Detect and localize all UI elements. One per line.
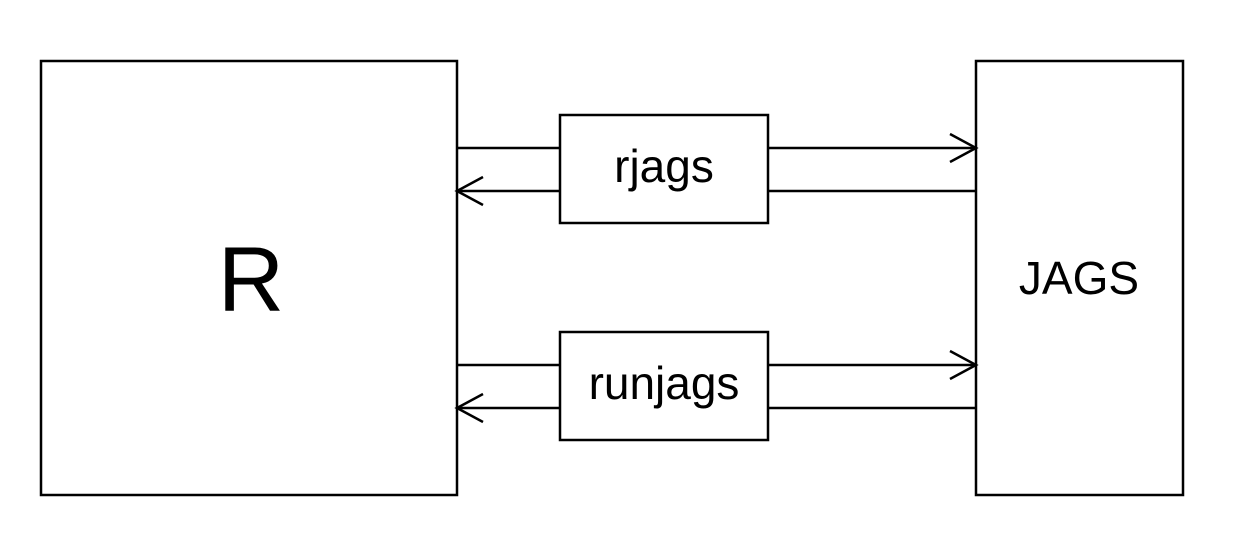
node-rjags-label: rjags <box>614 140 714 192</box>
arrowhead-to-r-rjags <box>454 175 484 207</box>
node-runjags-label: runjags <box>589 357 740 409</box>
node-r-box <box>39 59 459 497</box>
node-jags-box <box>974 59 1185 497</box>
connector-rjags: rjags <box>454 113 979 225</box>
node-jags: JAGS <box>974 59 1185 497</box>
connector-runjags: runjags <box>454 330 979 442</box>
node-jags-label: JAGS <box>1019 252 1139 304</box>
arrowhead-to-r-runjags <box>454 392 484 424</box>
arrowhead-to-jags-rjags <box>949 132 979 164</box>
node-runjags-box <box>558 330 770 442</box>
node-r: R <box>39 59 459 497</box>
node-r-label: R <box>218 229 284 331</box>
node-rjags-box <box>558 113 770 225</box>
arrowhead-to-jags-runjags <box>949 349 979 381</box>
